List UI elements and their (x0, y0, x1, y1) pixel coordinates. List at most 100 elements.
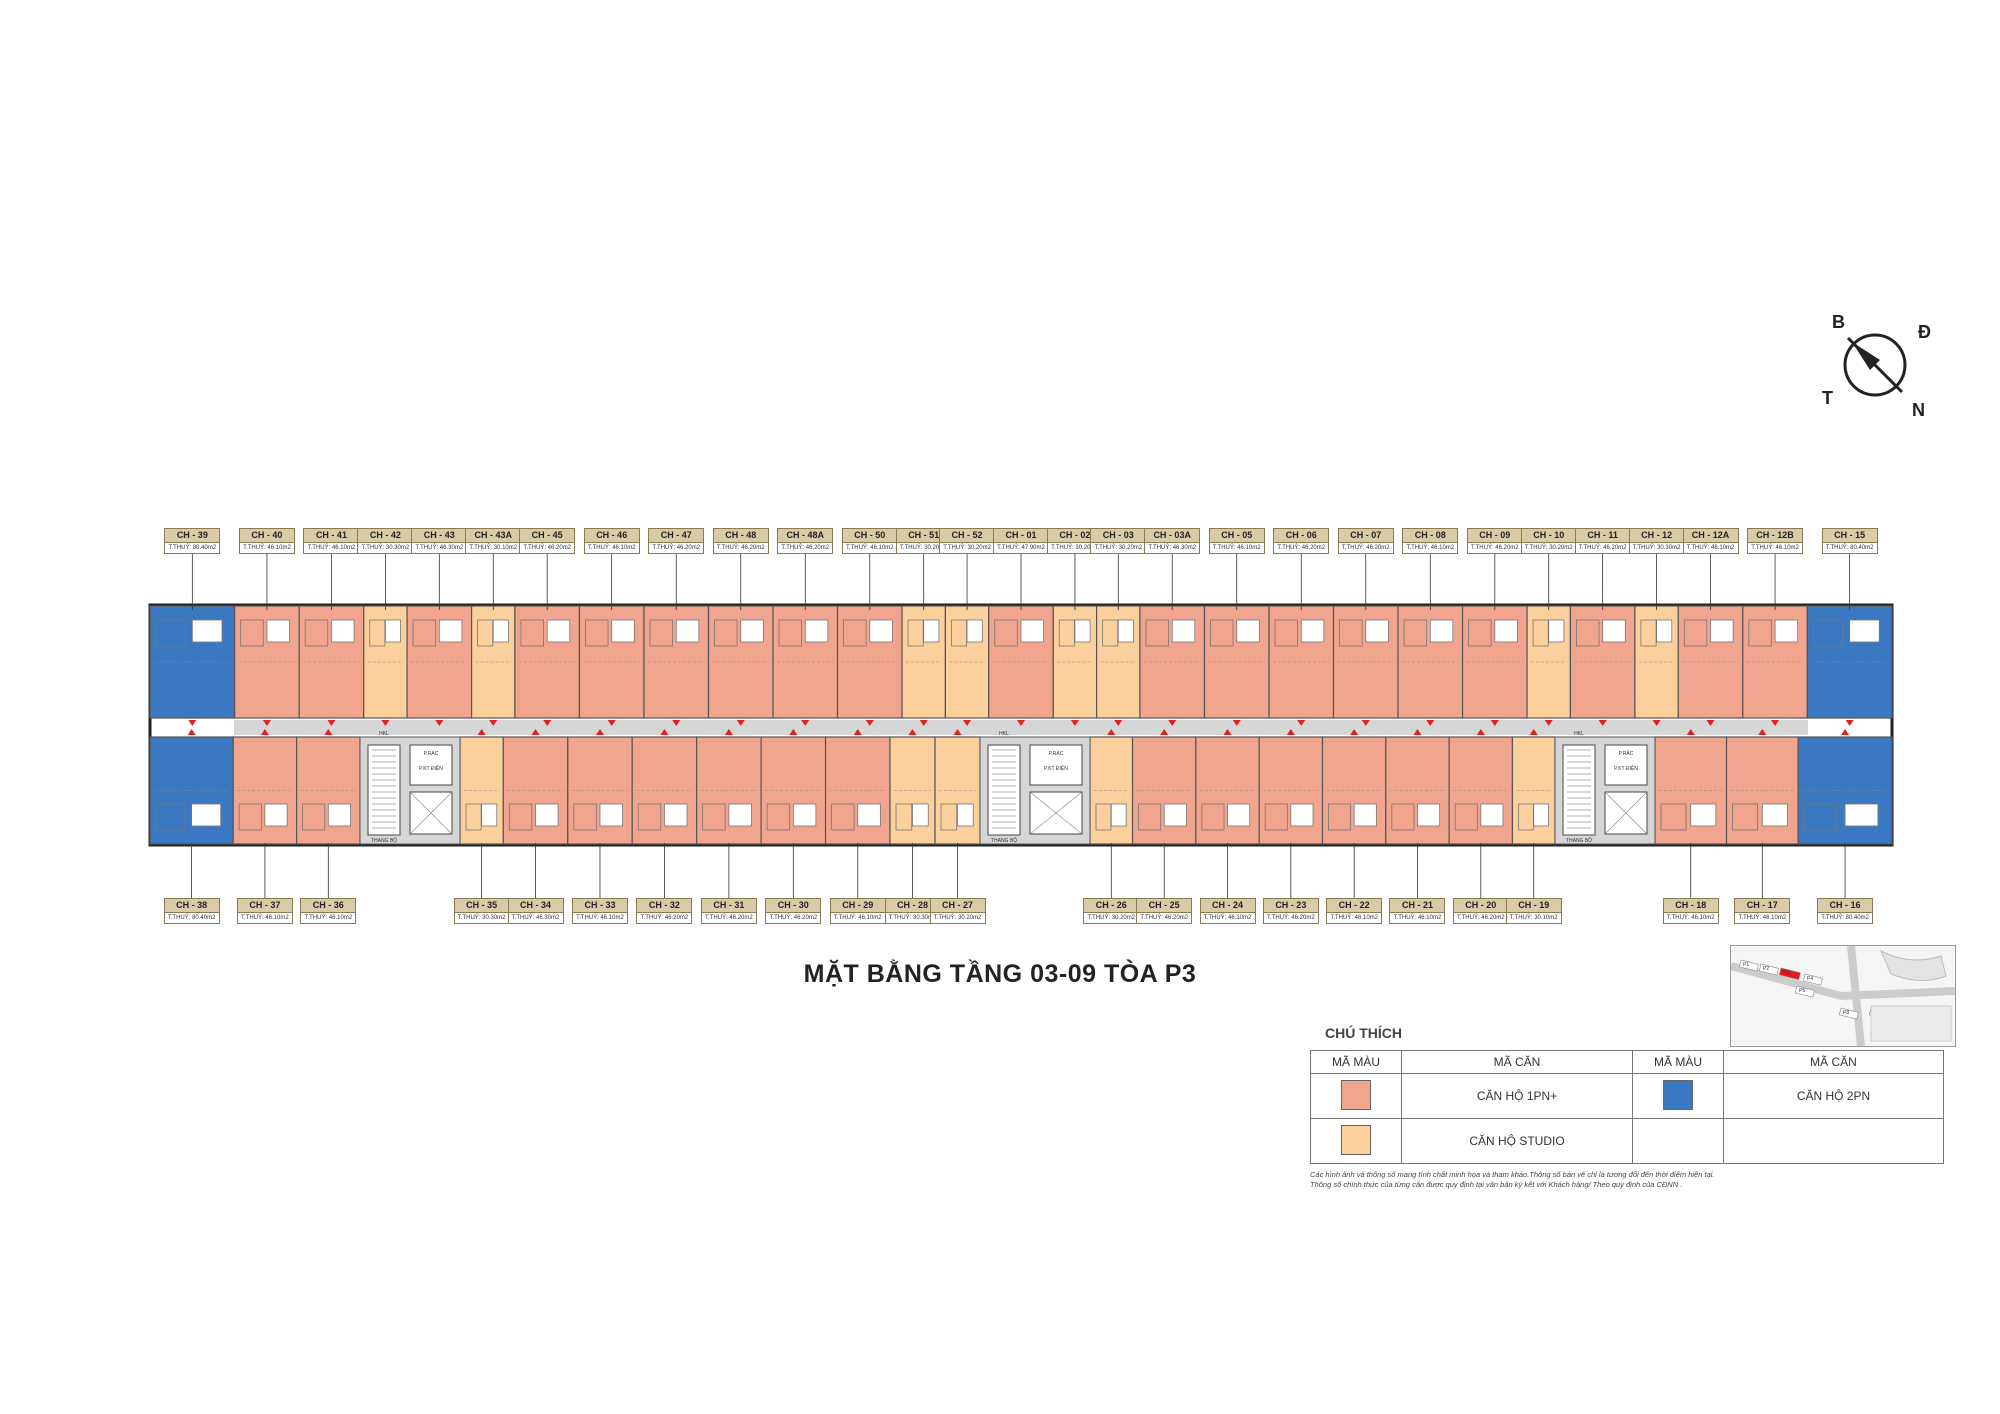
apartment-unit[interactable] (1725, 729, 1799, 845)
apartment-unit[interactable] (696, 729, 762, 845)
apartment-unit[interactable] (643, 605, 710, 726)
apartment-unit[interactable] (1268, 605, 1335, 726)
apartment-unit[interactable] (406, 605, 473, 726)
apartment-unit[interactable] (514, 605, 581, 726)
apartment-unit[interactable] (889, 729, 936, 845)
apartment-unit[interactable] (760, 729, 827, 845)
apartment-unit[interactable] (1654, 729, 1728, 845)
apartment-unit[interactable] (298, 605, 365, 726)
apartment-unit[interactable] (988, 605, 1054, 726)
apartment-unit[interactable] (149, 605, 236, 726)
apartment-unit[interactable] (1806, 605, 1893, 726)
apartment-unit[interactable] (1397, 605, 1464, 726)
apartment-unit[interactable] (1332, 605, 1399, 726)
apartment-unit[interactable] (234, 605, 300, 726)
apartment-unit[interactable] (1569, 605, 1636, 726)
apartment-unit[interactable] (1461, 605, 1528, 726)
apartment-unit[interactable] (296, 729, 361, 845)
apartment-unit[interactable] (1131, 729, 1197, 845)
apartment-unit[interactable] (1526, 605, 1572, 726)
apartment-unit[interactable] (1052, 605, 1098, 726)
apartment-unit[interactable] (836, 605, 903, 726)
apartment-unit[interactable] (1139, 605, 1206, 726)
apartment-unit[interactable] (1321, 729, 1387, 845)
apartment-unit[interactable] (1797, 729, 1893, 845)
apartment-unit[interactable] (1203, 605, 1270, 726)
apartment-unit[interactable] (631, 729, 698, 845)
apartment-unit[interactable] (232, 729, 298, 845)
apartment-unit[interactable] (901, 605, 946, 726)
apartment-unit[interactable] (567, 729, 633, 845)
apartment-unit[interactable] (707, 605, 774, 726)
apartment-unit[interactable] (1511, 729, 1556, 845)
apartment-unit[interactable] (772, 605, 839, 726)
apartment-unit[interactable] (944, 605, 990, 726)
apartment-unit[interactable] (470, 605, 516, 726)
apartment-unit[interactable] (1677, 605, 1744, 726)
apartment-unit[interactable] (1096, 605, 1141, 726)
apartment-unit[interactable] (578, 605, 645, 726)
apartment-unit[interactable] (1742, 605, 1808, 726)
apartment-unit[interactable] (1089, 729, 1134, 845)
apartment-unit[interactable] (1385, 729, 1450, 845)
apartment-unit[interactable] (459, 729, 504, 845)
apartment-unit[interactable] (1634, 605, 1679, 726)
apartment-unit[interactable] (502, 729, 569, 845)
apartment-unit[interactable] (934, 729, 981, 845)
apartment-unit[interactable] (149, 729, 234, 845)
apartment-unit[interactable] (1258, 729, 1324, 845)
apartment-unit[interactable] (824, 729, 891, 845)
apartment-unit[interactable] (363, 605, 408, 726)
apartment-unit[interactable] (1195, 729, 1260, 845)
